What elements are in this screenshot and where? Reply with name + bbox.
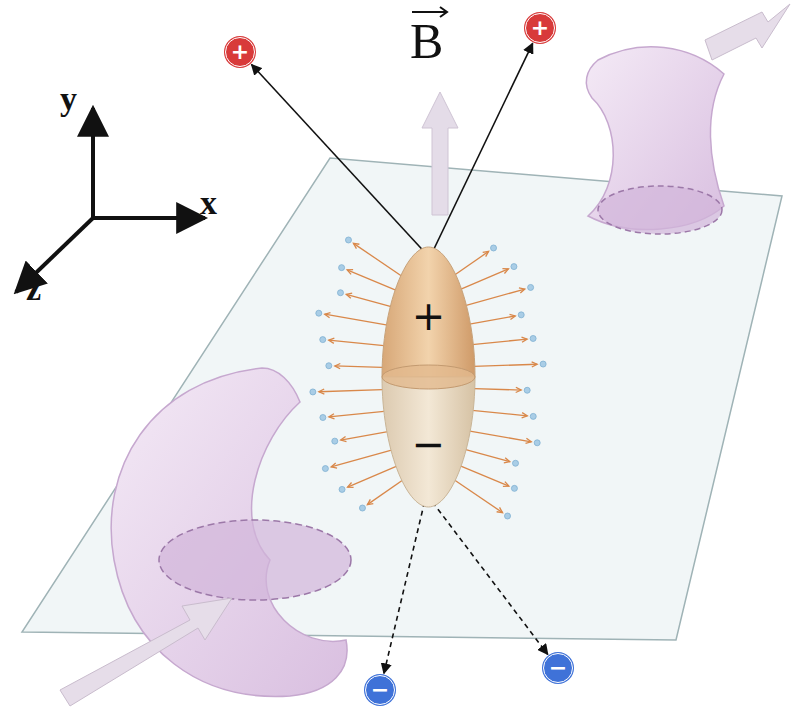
emission-head	[497, 507, 503, 512]
emission-head	[347, 270, 353, 275]
emission-head	[532, 362, 537, 367]
emission-head	[329, 414, 335, 419]
particle-dot	[326, 363, 332, 369]
emission-head	[331, 463, 337, 468]
charge-circle: +	[525, 13, 555, 43]
particle-dot	[337, 290, 343, 296]
particle-dot	[513, 460, 519, 466]
charge-sign: +	[531, 17, 549, 39]
particle-dot	[320, 337, 326, 343]
particle-dot	[310, 389, 316, 395]
particle-dot	[518, 312, 524, 318]
emission-ray	[461, 430, 531, 442]
emission-head	[353, 243, 359, 248]
charge-sign: +	[231, 41, 249, 63]
charge-circle: −	[543, 653, 573, 683]
charge-circle: −	[365, 675, 395, 705]
emission-ray	[331, 448, 399, 467]
particle-dot	[511, 485, 517, 491]
particle-dot	[530, 413, 536, 419]
emission-head	[522, 337, 528, 342]
particle-dot	[524, 387, 530, 393]
emission-ray	[465, 410, 528, 416]
emission-head	[341, 437, 347, 442]
charge-trajectory	[252, 64, 425, 252]
particle-dot	[359, 505, 365, 511]
particle-dot	[320, 415, 326, 421]
axis-label: x	[200, 186, 217, 220]
charge-trajectory-dashed	[433, 502, 548, 654]
emission-head	[325, 313, 331, 318]
nucleus-left	[60, 368, 351, 706]
emission-head	[346, 293, 352, 298]
axes	[16, 108, 205, 292]
emission-head	[504, 458, 510, 463]
emission-head	[348, 483, 354, 488]
emission-head	[522, 413, 528, 418]
particle-dot	[534, 440, 540, 446]
particle-dot	[345, 237, 351, 243]
emission-head	[519, 288, 525, 293]
charge-sign: −	[381, 424, 476, 464]
emission-head	[503, 482, 509, 487]
particle-dot	[322, 466, 328, 472]
emission-head	[319, 389, 324, 394]
charge-trajectory	[433, 43, 533, 252]
emission-head	[502, 269, 508, 274]
charge-ellipsoid: +−	[381, 246, 476, 508]
emission-ray	[325, 314, 395, 326]
particle-dot	[540, 361, 546, 367]
charge-sign: +	[381, 296, 476, 336]
emission-ray	[466, 364, 537, 366]
ellipsoid-shape	[381, 246, 476, 508]
particle-dot	[339, 486, 345, 492]
emission-head	[335, 363, 340, 368]
field-arrow	[422, 92, 458, 215]
emission-head	[510, 314, 516, 319]
axis-label: y	[60, 82, 77, 116]
particle-dot	[316, 310, 322, 316]
nucleus-right	[586, 4, 790, 234]
emission-head	[329, 338, 335, 343]
charge-sign: −	[371, 679, 389, 701]
particle-dot	[505, 513, 511, 519]
particle-dot	[332, 438, 338, 444]
particle-dot	[339, 265, 345, 271]
charge-sign: −	[549, 657, 567, 679]
emission-ray	[329, 340, 392, 346]
particle-dot	[511, 264, 517, 270]
particle-dot	[528, 284, 534, 290]
emission-head	[367, 499, 373, 504]
emission-ray	[335, 366, 390, 368]
particle-dot	[530, 335, 536, 341]
particle-dot	[491, 245, 497, 251]
charge-trajectory-dashed	[384, 502, 425, 673]
axis-label: z	[26, 272, 41, 306]
charge-circle: +	[225, 37, 255, 67]
emission-ray	[319, 389, 390, 391]
emission-head	[516, 387, 521, 392]
emission-ray	[329, 411, 392, 417]
field-label: B	[410, 16, 443, 66]
emission-head	[526, 438, 532, 443]
emission-head	[483, 251, 489, 256]
charge-emission	[310, 237, 546, 519]
